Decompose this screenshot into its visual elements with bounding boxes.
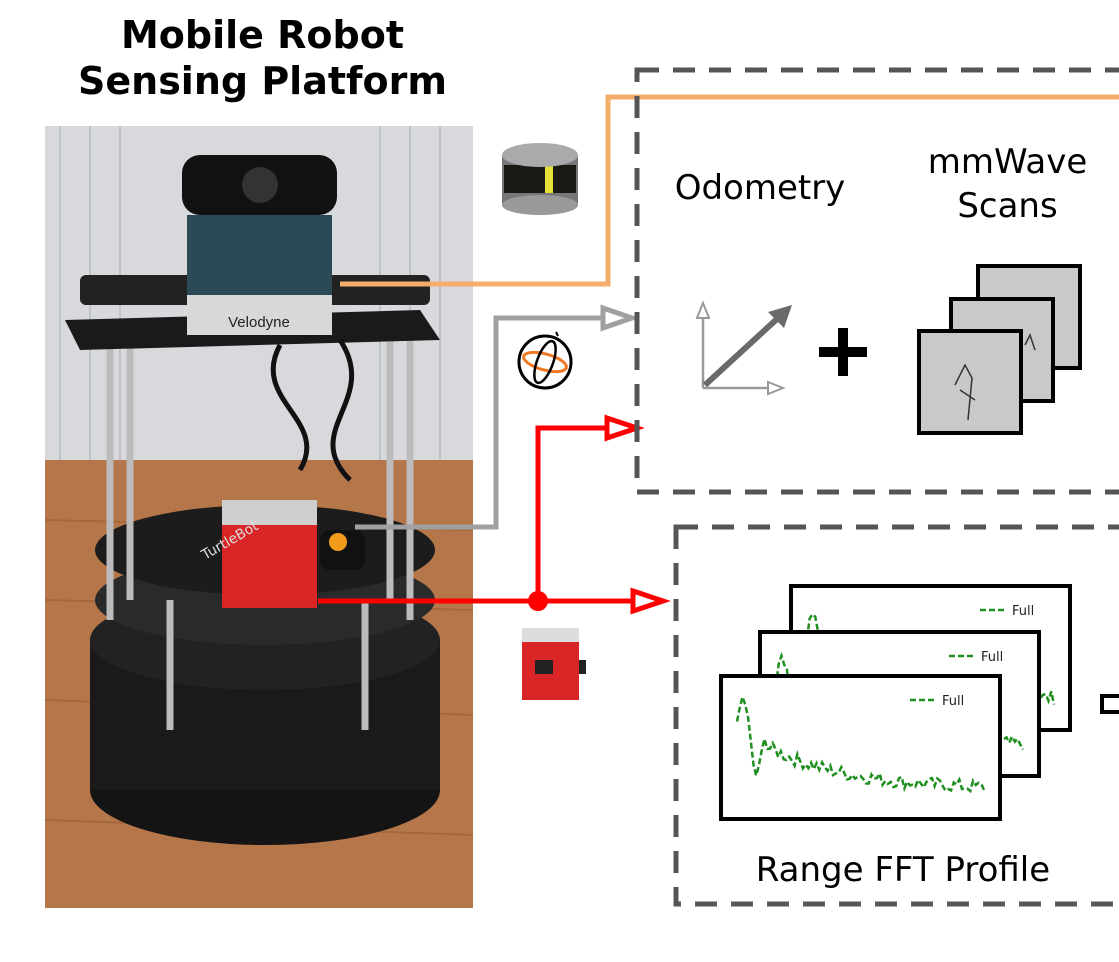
figure-title: Mobile Robot Sensing Platform [30,12,495,104]
imu-icon [517,331,573,390]
lidar-brand-text: Velodyne [228,314,290,331]
plot-line [735,692,986,794]
mmwave-board-icon [522,628,586,700]
lower-dashed-box [673,524,1119,907]
upper-dashed-box [634,67,1119,495]
plot-frame [719,674,1002,821]
odometry-label: Odometry [674,168,846,208]
cropped-next-box [1100,694,1119,714]
mmwave-label-line-1: mmWave [927,142,1088,182]
lidar-icon [502,143,578,215]
imu-arrowhead [600,304,640,332]
plus-icon [819,328,867,376]
legend-label: Full [1012,604,1034,619]
radar-arrowhead-lower [630,587,671,615]
radar-junction-dot [528,591,548,611]
odometry-axes-icon [695,300,792,396]
radar-line-up [535,425,608,601]
legend-label: Full [942,694,964,709]
title-line-1: Mobile Robot [120,13,404,57]
scan-stack-icon [917,264,1082,435]
radar-arrowhead-upper [604,414,645,442]
lidar-line [340,94,1119,287]
title-line-2: Sensing Platform [78,59,447,103]
mmwave-label-line-2: Scans [957,186,1058,226]
range-fft-label: Range FFT Profile [755,850,1051,890]
robot-photo: Velodyne TurtleBot [44,126,474,908]
legend-label: Full [981,650,1003,665]
imu-line [355,315,605,530]
